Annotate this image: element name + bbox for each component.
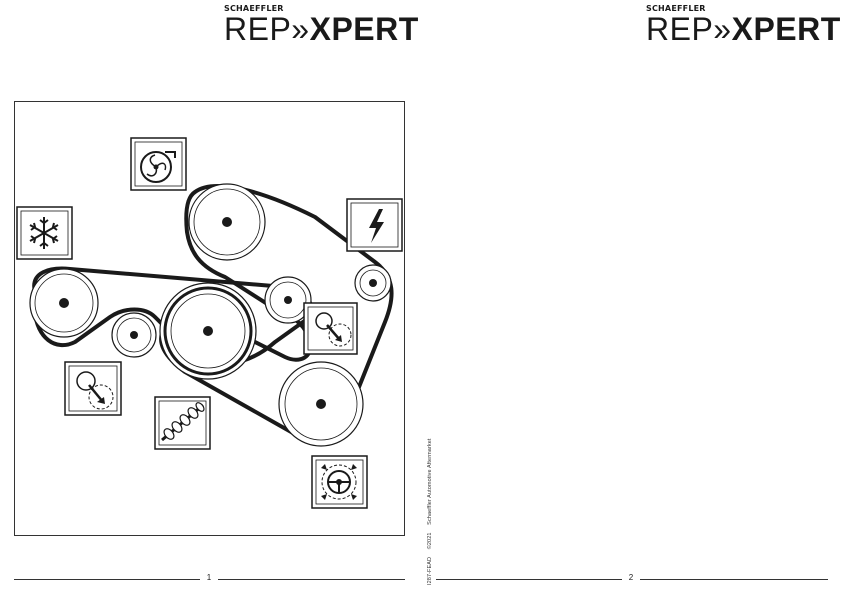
chevron-mark: »	[713, 11, 732, 47]
footer-rule-left-b	[218, 579, 405, 580]
copyright-year: ©2021	[427, 532, 433, 550]
belt-routing-diagram	[14, 101, 405, 536]
pulley-power-steering	[278, 361, 364, 447]
document-reference: I287-FEAD ©2021 Schaeffler Automotive Af…	[427, 438, 433, 585]
tensioner-icon	[303, 302, 358, 355]
product-name-thin: REP	[224, 11, 292, 47]
product-name-bold: XPERT	[731, 11, 841, 47]
alternator-icon	[346, 198, 403, 252]
pulley-idler-upper-right	[354, 264, 392, 302]
document-code: I287-FEAD	[427, 556, 433, 585]
product-name: REP»XPERT	[646, 11, 840, 47]
pulley-ac-compressor	[29, 268, 99, 338]
page-number-2: 2	[628, 573, 634, 582]
brand-name: SCHAEFFLER	[646, 4, 706, 13]
page-number-1: 1	[206, 573, 212, 582]
pulley-water-pump	[188, 183, 266, 261]
water-pump-icon	[130, 137, 187, 191]
product-name-thin: REP	[646, 11, 714, 47]
brand-name: SCHAEFFLER	[224, 4, 284, 13]
pulley-idler-lower-left	[111, 312, 157, 358]
ac-compressor-icon	[16, 206, 73, 260]
tensioner-icon	[64, 361, 122, 416]
crankshaft-icon	[154, 396, 211, 450]
pulley-tensioner-upper	[264, 276, 312, 324]
publisher-name: Schaeffler Automotive Aftermarket	[427, 438, 433, 525]
product-name: REP»XPERT	[224, 11, 418, 47]
belt-diagram-svg	[16, 137, 403, 509]
power-steering-icon	[311, 455, 368, 509]
footer-rule-left-a	[14, 579, 200, 580]
footer-rule-right-b	[640, 579, 828, 580]
logo-left: SCHAEFFLER REP»XPERT	[224, 4, 418, 47]
product-name-bold: XPERT	[309, 11, 419, 47]
pulley-crankshaft	[159, 282, 257, 380]
logo-right: SCHAEFFLER REP»XPERT	[646, 4, 840, 47]
footer-rule-right-a	[436, 579, 622, 580]
chevron-mark: »	[291, 11, 310, 47]
